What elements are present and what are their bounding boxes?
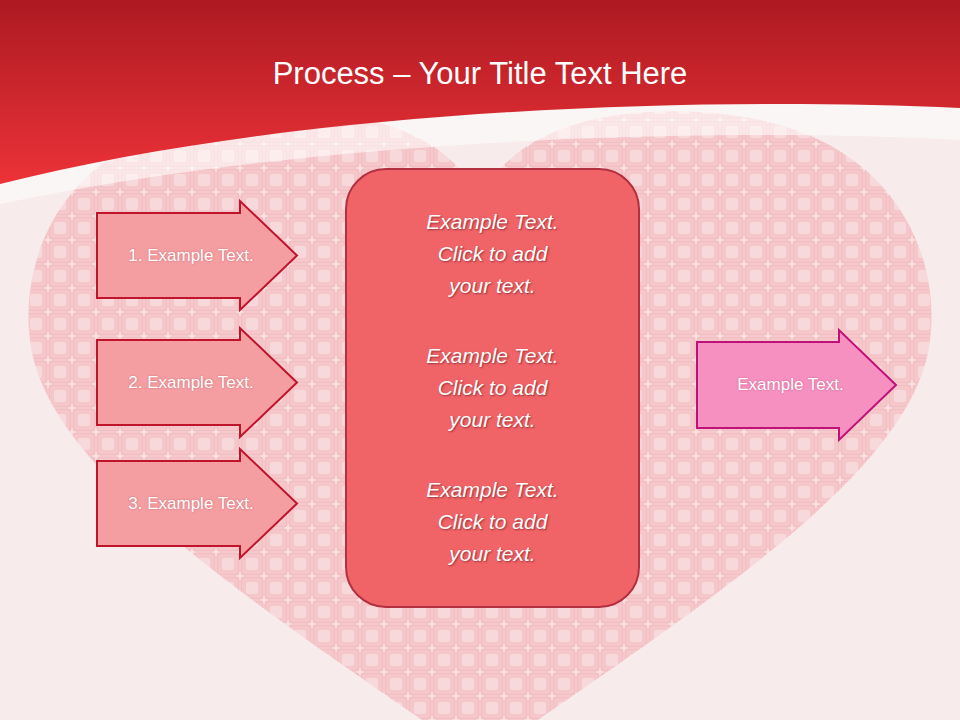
- node-text: Example Text. Click to add your text.: [417, 206, 569, 302]
- text-area: 2. Example Text.: [96, 327, 298, 438]
- arrow-shape: [697, 330, 896, 440]
- text-area: 3. Example Text.: [96, 448, 298, 559]
- node-text: Example Text. Click to add your text.: [417, 340, 569, 436]
- heart-shape: [29, 111, 932, 720]
- result-arrow: Example Text.: [696, 329, 897, 441]
- process-box: Example Text. Click to add your text. Exa…: [345, 168, 640, 608]
- node-text: 2. Example Text.: [128, 372, 253, 394]
- node-text: 3. Example Text.: [128, 493, 253, 515]
- node-text: Example Text. Click to add your text.: [417, 474, 569, 570]
- slide-title: Process – Your Title Text Here: [0, 52, 960, 96]
- step-arrow: 1. Example Text.: [96, 200, 298, 311]
- rounded-shape: [346, 169, 639, 607]
- node-text: Example Text.: [737, 374, 843, 396]
- arrow-shape: [97, 449, 297, 558]
- step-arrow: 3. Example Text.: [96, 448, 298, 559]
- text-area: Example Text.: [696, 329, 897, 441]
- header-band: [0, 0, 960, 184]
- step-arrow: 2. Example Text.: [96, 327, 298, 438]
- node-text: 1. Example Text.: [128, 245, 253, 267]
- heart-tiles: [29, 111, 932, 720]
- arrow-shape: [97, 201, 297, 310]
- text-area: 1. Example Text.: [96, 200, 298, 311]
- arrow-shape: [97, 328, 297, 437]
- text-area: Example Text. Click to add your text. Exa…: [345, 168, 640, 608]
